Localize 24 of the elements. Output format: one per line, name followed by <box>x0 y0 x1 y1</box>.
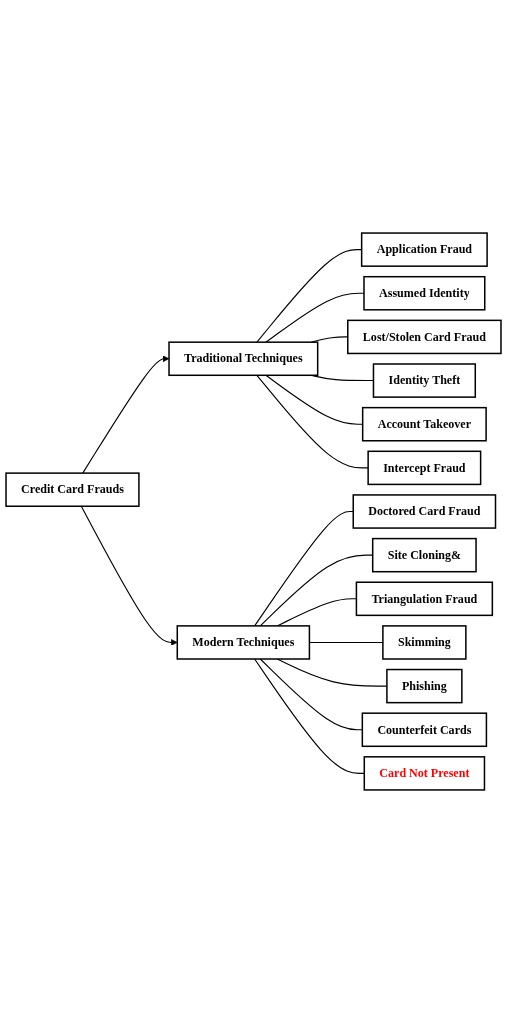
node-box: Traditional Techniques <box>168 341 319 377</box>
node-box: Lost/Stolen Card Fraud <box>347 319 502 355</box>
connector <box>256 374 369 469</box>
arrow <box>80 505 178 646</box>
node-box: Skimming <box>382 625 467 660</box>
node-box: Identity Theft <box>372 363 477 398</box>
arrow <box>82 355 170 474</box>
node-box: Account Takeover <box>361 406 487 442</box>
node-box: Modern Techniques <box>176 625 311 660</box>
node-box: Credit Card Frauds <box>5 472 140 507</box>
node-box: Triangulation Fraud <box>355 581 494 617</box>
connector <box>254 658 365 774</box>
node-box: Phishing <box>386 668 463 704</box>
node-box: Site Cloning& <box>371 537 477 573</box>
node-box: Card Not Present <box>363 756 486 791</box>
node-box: Doctored Card Fraud <box>352 494 497 529</box>
connector <box>256 249 363 343</box>
node-box: Application Fraud <box>360 232 488 267</box>
connector <box>265 292 365 343</box>
node-box: Intercept Fraud <box>367 450 482 486</box>
node-box: Assumed Identity <box>363 275 486 311</box>
connector <box>254 510 354 627</box>
connector <box>259 658 363 731</box>
node-box: Counterfeit Cards <box>361 712 488 748</box>
